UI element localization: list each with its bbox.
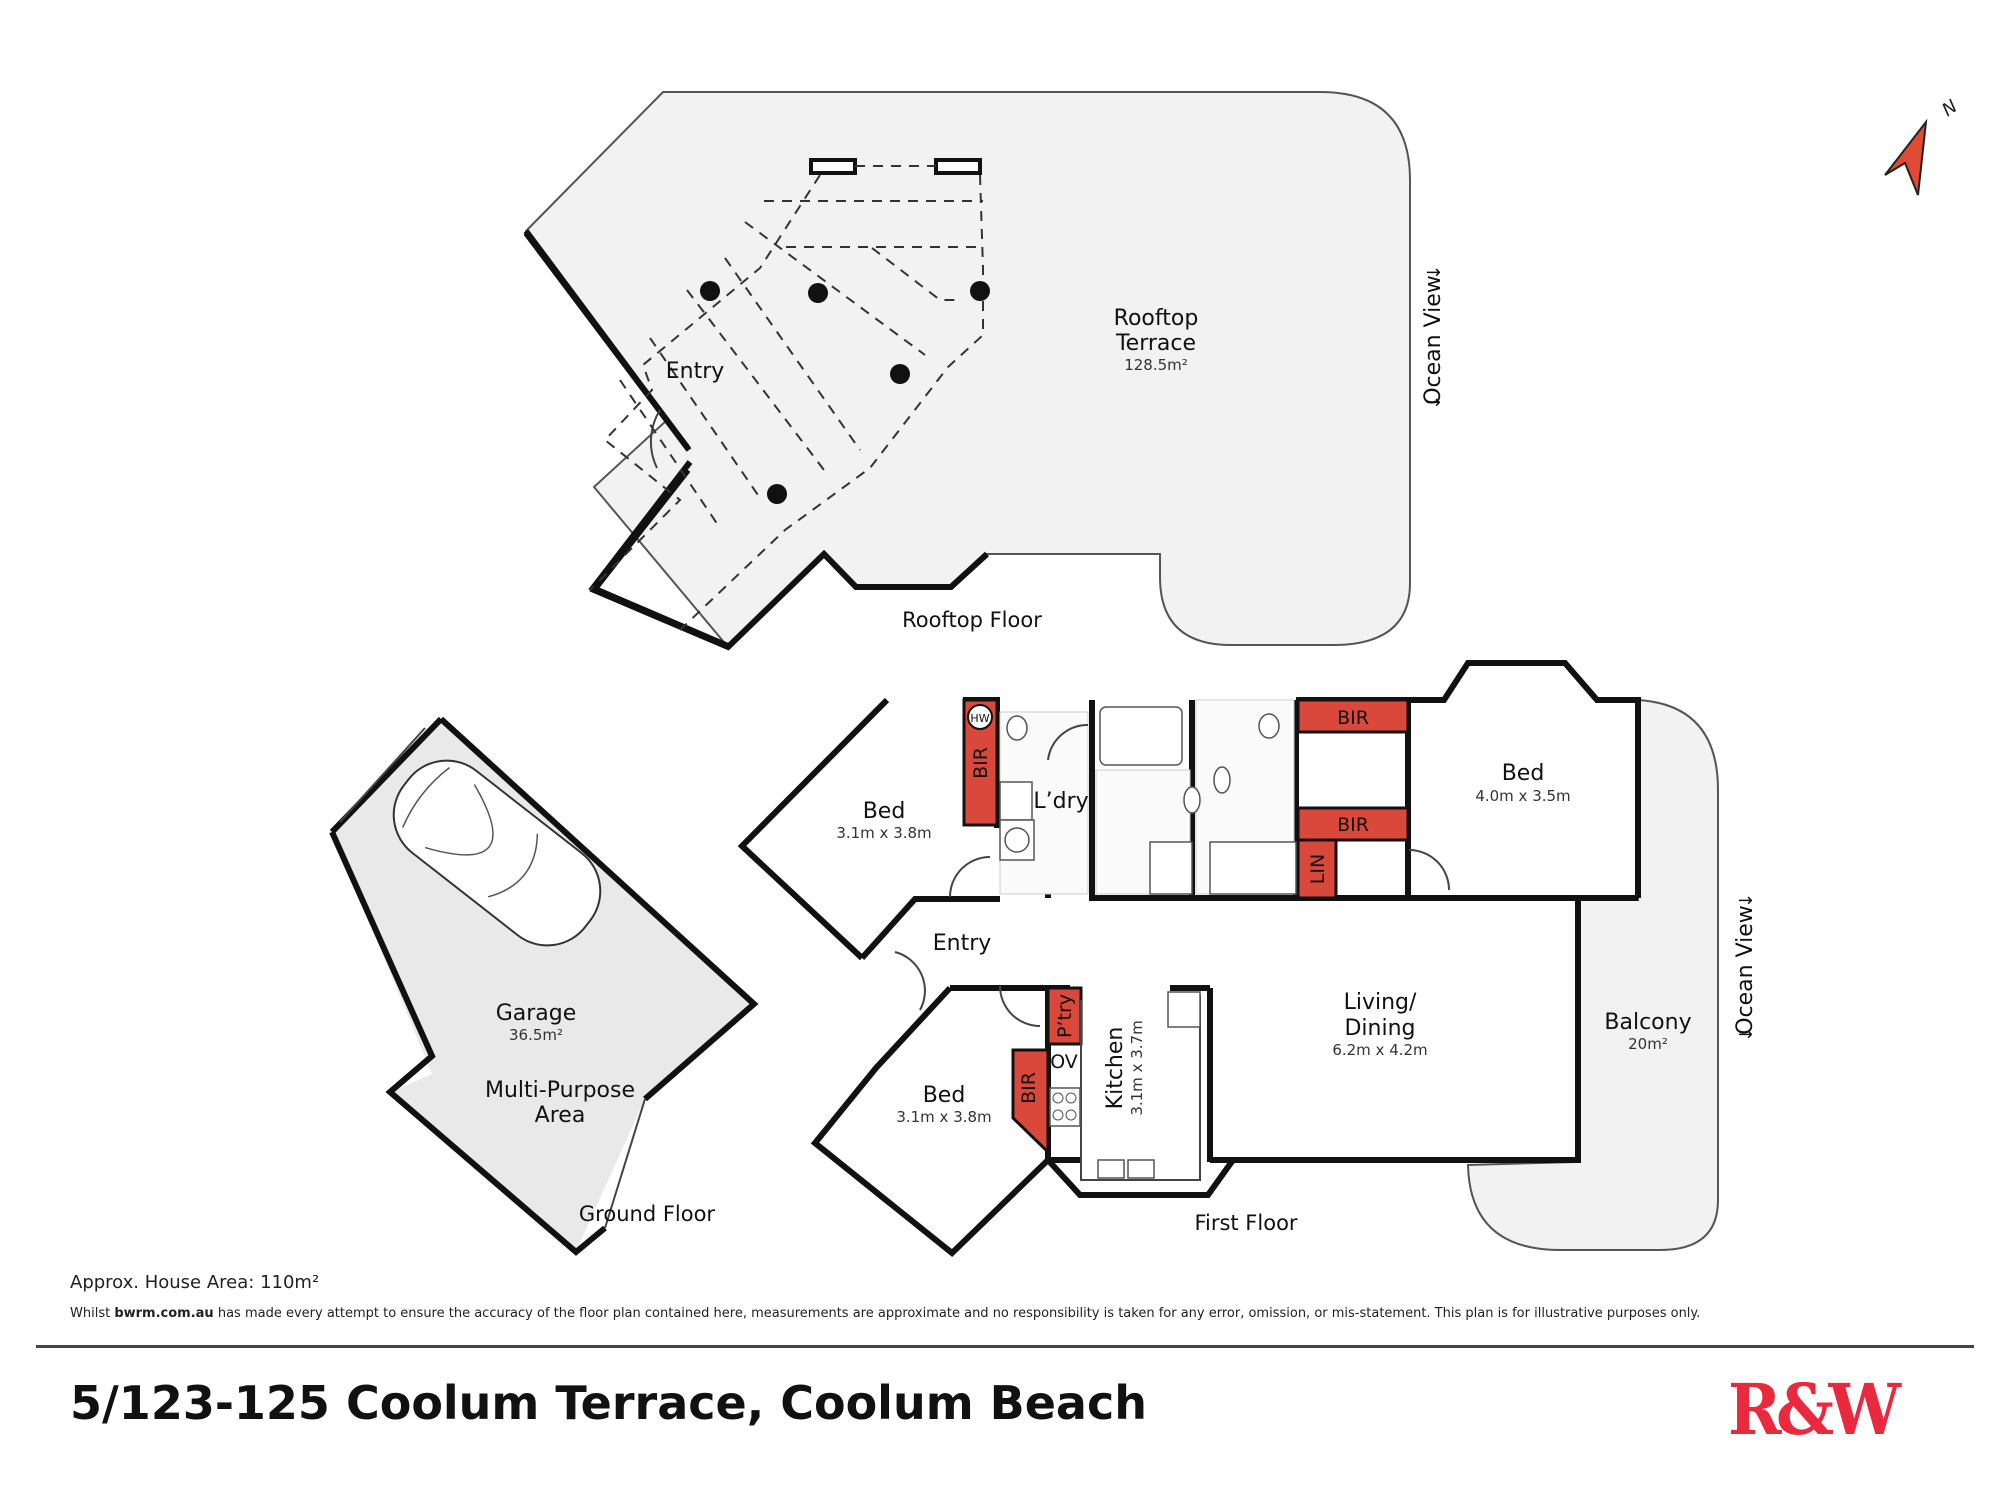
fridge-icon [1167,991,1201,1028]
sink-icon [1097,1159,1125,1179]
disclaimer-brand: bwrm.com.au [114,1306,214,1321]
rooftop-floor: Entry Rooftop Terrace 128.5m² Rooftop Fl… [523,91,1446,651]
laundry-label: L’dry [1033,789,1088,814]
north-arrow-icon: N [1884,96,1961,196]
bathtub-icon [1099,706,1183,766]
svg-text:Ocean View: Ocean View [1733,905,1758,1035]
svg-text:Ocean View: Ocean View [1421,275,1446,405]
living-dims: 6.2m x 4.2m [1332,1041,1427,1059]
skylight [934,158,982,175]
arrow-icon: ↓ [1736,893,1757,908]
shower-icon [1149,841,1193,895]
bed2-label: Bed [1502,761,1545,786]
disclaimer-prefix: Whilst [70,1306,115,1321]
garage-label: Garage [496,1001,577,1026]
shower-icon [1209,841,1297,895]
disclaimer: Whilst bwrm.com.au has made every attemp… [70,1306,1700,1321]
footer-divider [36,1345,1974,1348]
bir-closet-4 [1011,1048,1050,1156]
living-label-2: Dining [1344,1016,1415,1041]
basin-icon [1183,786,1201,814]
kitchen-dims: 3.1m x 3.7m [1128,1020,1146,1115]
bir-label-1: BIR [970,747,992,779]
ground-floor-label: Ground Floor [579,1202,716,1226]
rooftop-terrace-area [524,91,1411,649]
sink-icon [1127,1159,1155,1179]
house-area-label: Approx. House Area: 110m² [70,1272,320,1293]
first-floor: HW Bed 3.1m x 3.8m Bed 4.0m x 3.5m Bed 3… [737,660,1758,1257]
kitchen-label: Kitchen [1103,1027,1128,1110]
pantry-label: P’try [1054,994,1076,1038]
oven-label: OV [1050,1051,1078,1073]
arrow-icon: ↓ [1424,265,1445,280]
first-ocean-view: Ocean View ↓ ↓ [1733,893,1758,1042]
bed3-dims: 3.1m x 3.8m [896,1108,991,1126]
bed1-label: Bed [863,799,906,824]
property-address: 5/123-125 Coolum Terrace, Coolum Beach [70,1376,1147,1430]
hot-water-icon [967,704,993,730]
bed2-dims: 4.0m x 3.5m [1475,787,1570,805]
balcony-area [1466,698,1719,1251]
bir-closet-2 [1296,698,1410,734]
toilet-icon [1258,713,1280,739]
first-floor-label: First Floor [1194,1211,1297,1235]
pantry [1046,986,1083,1046]
compass-north-label: N [1938,96,1961,121]
bed1-dims: 3.1m x 3.8m [836,824,931,842]
living-label-1: Living/ [1344,990,1417,1015]
rooftop-ocean-view: Ocean View ↓ ↓ [1421,265,1446,410]
rooftop-terrace-area-label: 128.5m² [1124,356,1188,374]
disclaimer-suffix: has made every attempt to ensure the acc… [213,1306,1701,1321]
bir-closet-3 [1296,806,1410,842]
rooftop-entry-label: Entry [666,359,725,384]
bir-label-2: BIR [1337,707,1369,729]
multi-purpose-label-2: Area [535,1103,586,1128]
rooftop-floor-label: Rooftop Floor [902,608,1042,632]
linen-closet [1296,838,1338,900]
laundry-sink-icon [999,781,1033,821]
entry-label: Entry [933,931,992,956]
bir-label-4: BIR [1018,1072,1040,1104]
multi-purpose-label-1: Multi-Purpose [485,1078,635,1103]
basin-icon [1213,766,1231,794]
bed3-label: Bed [923,1083,966,1108]
agency-logo: R&W [1728,1368,1901,1451]
arrow-icon: ↓ [1736,1027,1757,1042]
linen-label: LIN [1307,854,1329,884]
arrow-icon: ↓ [1424,395,1445,410]
car-icon [392,759,602,947]
rooftop-terrace-label-2: Terrace [1115,331,1196,356]
balcony-label: Balcony [1604,1010,1691,1035]
cooktop-icon [1049,1087,1081,1127]
toilet-icon [1006,715,1028,741]
bir-label-3: BIR [1337,814,1369,836]
skylight [809,158,857,175]
ground-floor: Garage 36.5m² Multi-Purpose Area Ground … [329,716,759,1256]
rooftop-terrace-label-1: Rooftop [1114,306,1199,331]
garage-area-label: 36.5m² [509,1026,563,1044]
hot-water-label: HW [970,712,989,725]
balcony-area-label: 20m² [1628,1035,1668,1053]
